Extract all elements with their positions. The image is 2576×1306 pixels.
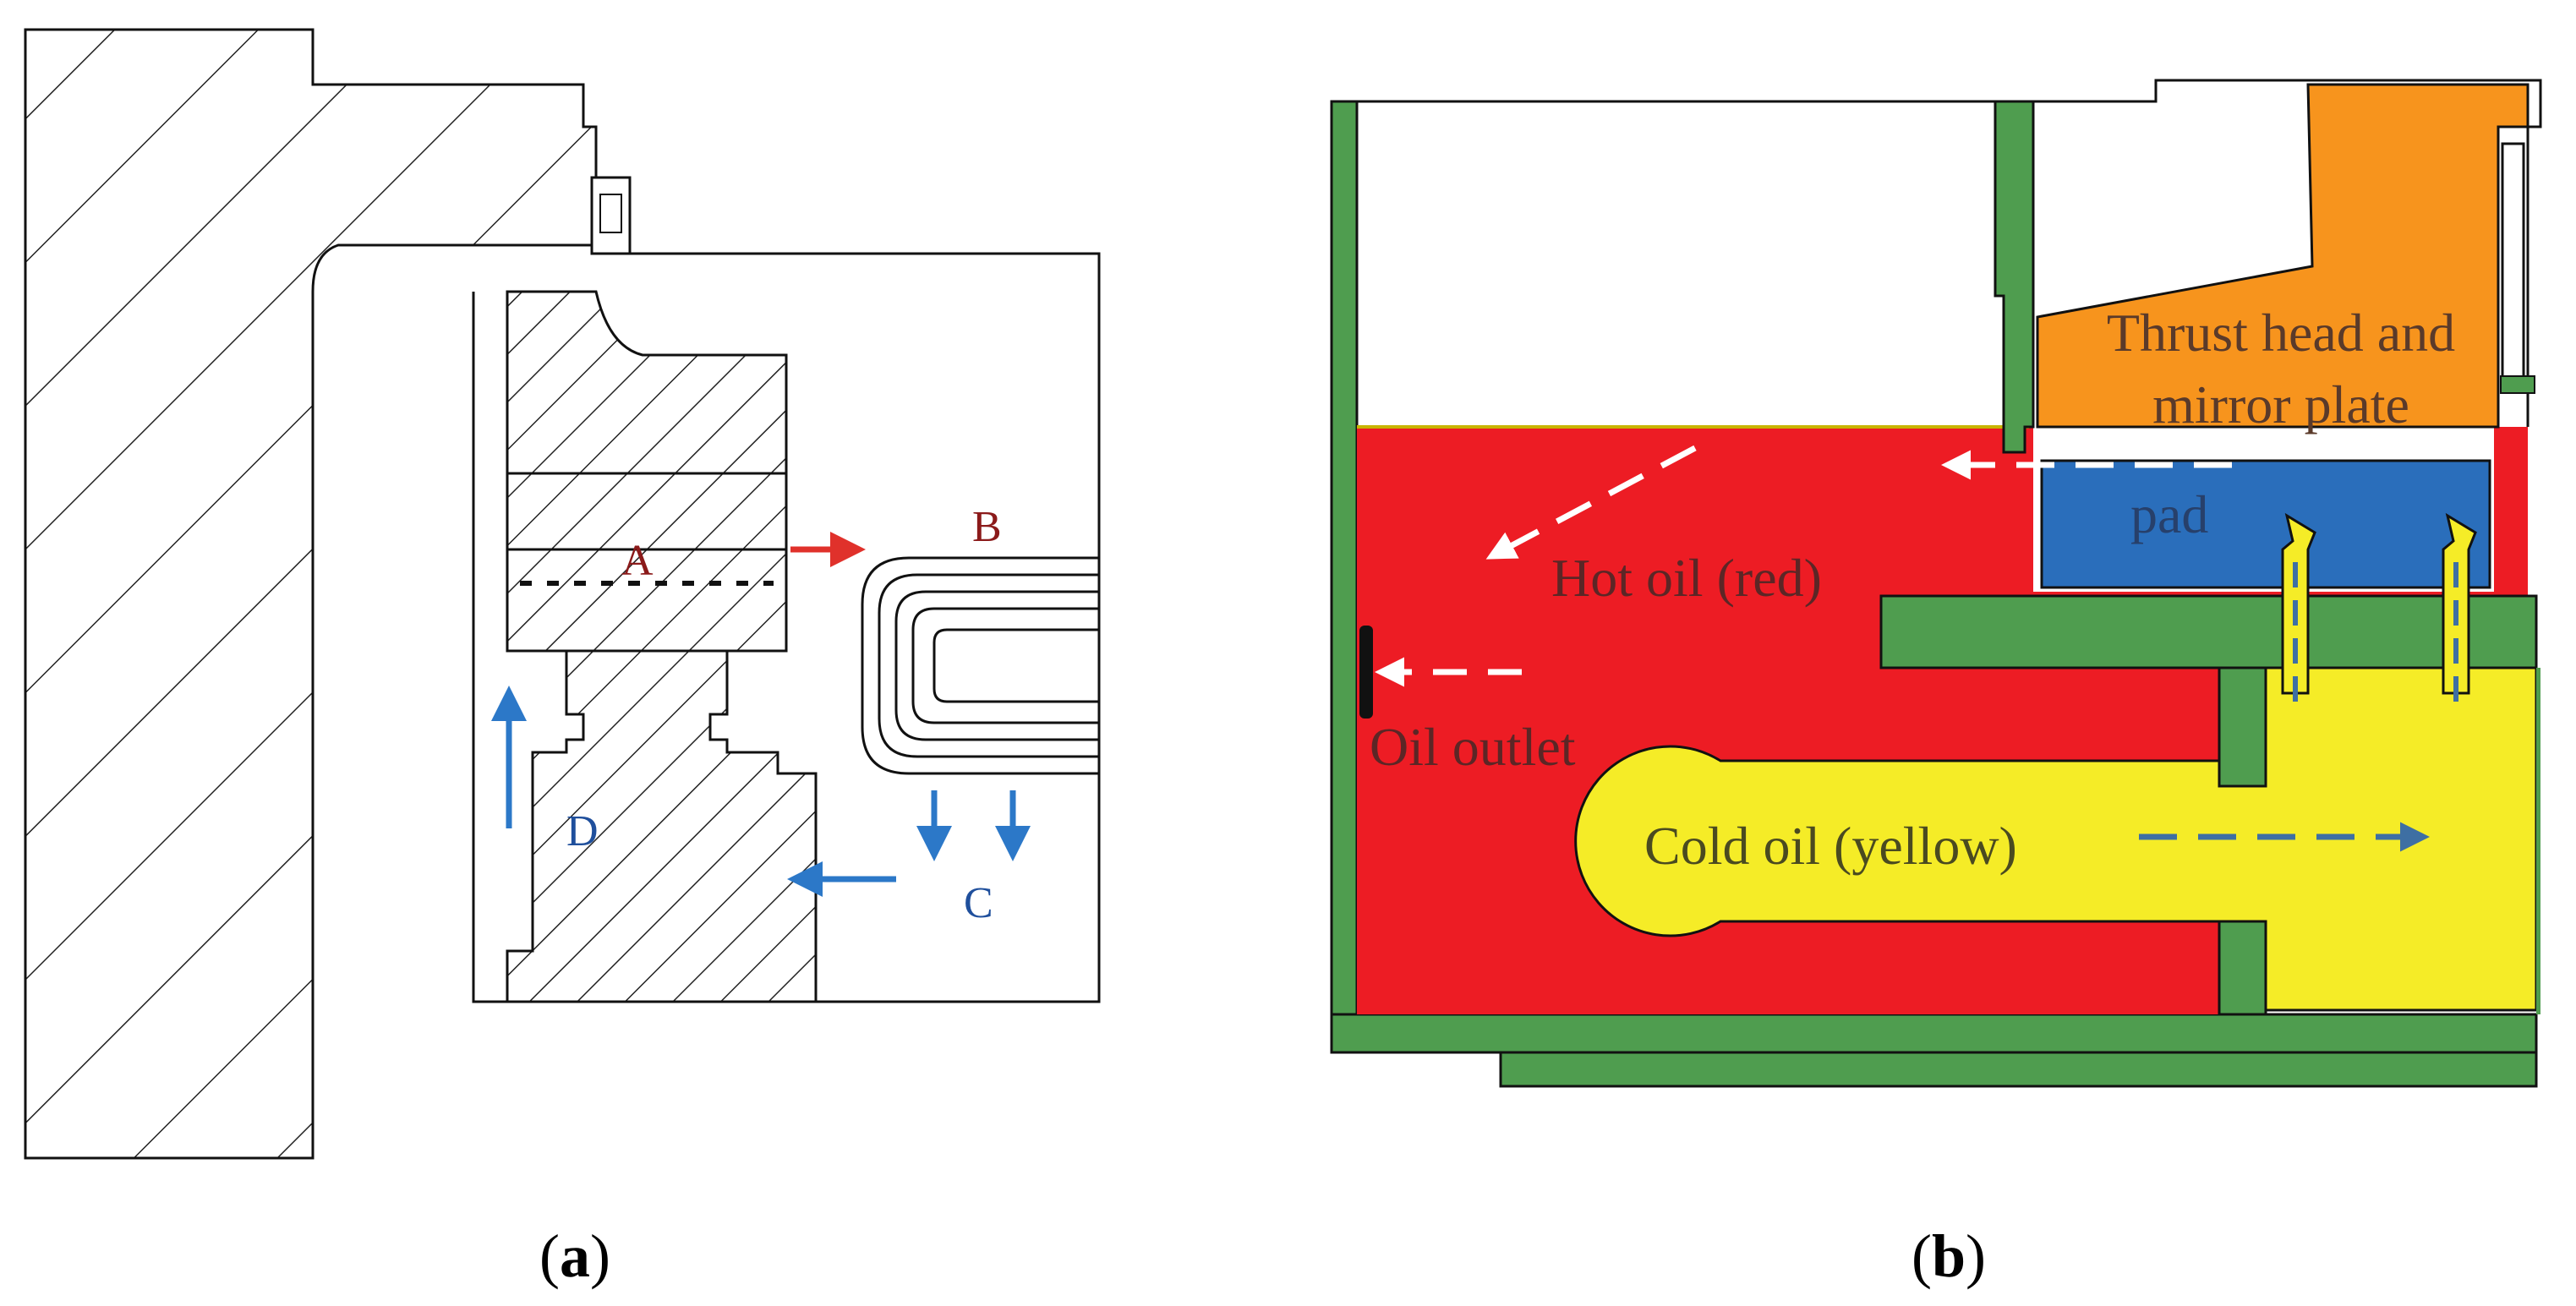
pad xyxy=(2040,459,2491,589)
label-thrust-head-line1: Thrust head and xyxy=(2107,303,2455,363)
feed-pipe-2 xyxy=(2442,512,2477,695)
thrust-pad xyxy=(506,548,788,653)
base-foot xyxy=(1499,1051,2538,1088)
label-c: C xyxy=(964,879,993,927)
label-thrust-head-line2: mirror plate xyxy=(2152,374,2409,434)
pad-support-shelf xyxy=(1879,594,2538,669)
feed-pipe-1 xyxy=(2281,512,2316,695)
thrust-head-section xyxy=(506,290,788,475)
oil-cooler xyxy=(861,556,1099,775)
collar-inner xyxy=(599,194,622,233)
label-oil-outlet: Oil outlet xyxy=(1370,717,1576,777)
label-b: B xyxy=(972,503,1002,551)
left-wall xyxy=(1330,100,1359,1016)
label-pad: pad xyxy=(2130,484,2208,544)
housing-section xyxy=(24,28,598,1160)
right-wall xyxy=(2536,668,2540,1014)
label-hot-oil: Hot oil (red) xyxy=(1551,548,1822,608)
caption-a: (a) xyxy=(539,1222,610,1290)
thrust-head xyxy=(2036,83,2530,429)
thrust-head-side-strip xyxy=(2501,142,2525,382)
cold-hot-divider-lower xyxy=(2218,920,2267,1016)
caption-b: (b) xyxy=(1911,1222,1986,1290)
label-a: A xyxy=(621,537,654,585)
label-cold-oil: Cold oil (yellow) xyxy=(1644,816,2017,876)
panel-b: Thrust head and mirror plate pad Hot oil… xyxy=(1330,79,2542,1290)
inner-baffle xyxy=(1994,100,2035,454)
label-d: D xyxy=(566,807,599,855)
panel-a: A B C D (a) xyxy=(24,28,1101,1290)
oil-outlet-port xyxy=(1359,626,1373,719)
cold-oil-region xyxy=(1574,666,2538,1012)
thrust-head-side-tab xyxy=(2500,375,2535,394)
base-plate xyxy=(1330,1013,2538,1054)
pad-support xyxy=(506,649,818,1003)
housing-outline xyxy=(472,252,1101,1003)
hot-flow-diagonal-arrow xyxy=(1485,445,1697,560)
mirror-plate xyxy=(506,472,788,551)
cold-hot-divider-upper xyxy=(2218,666,2267,788)
